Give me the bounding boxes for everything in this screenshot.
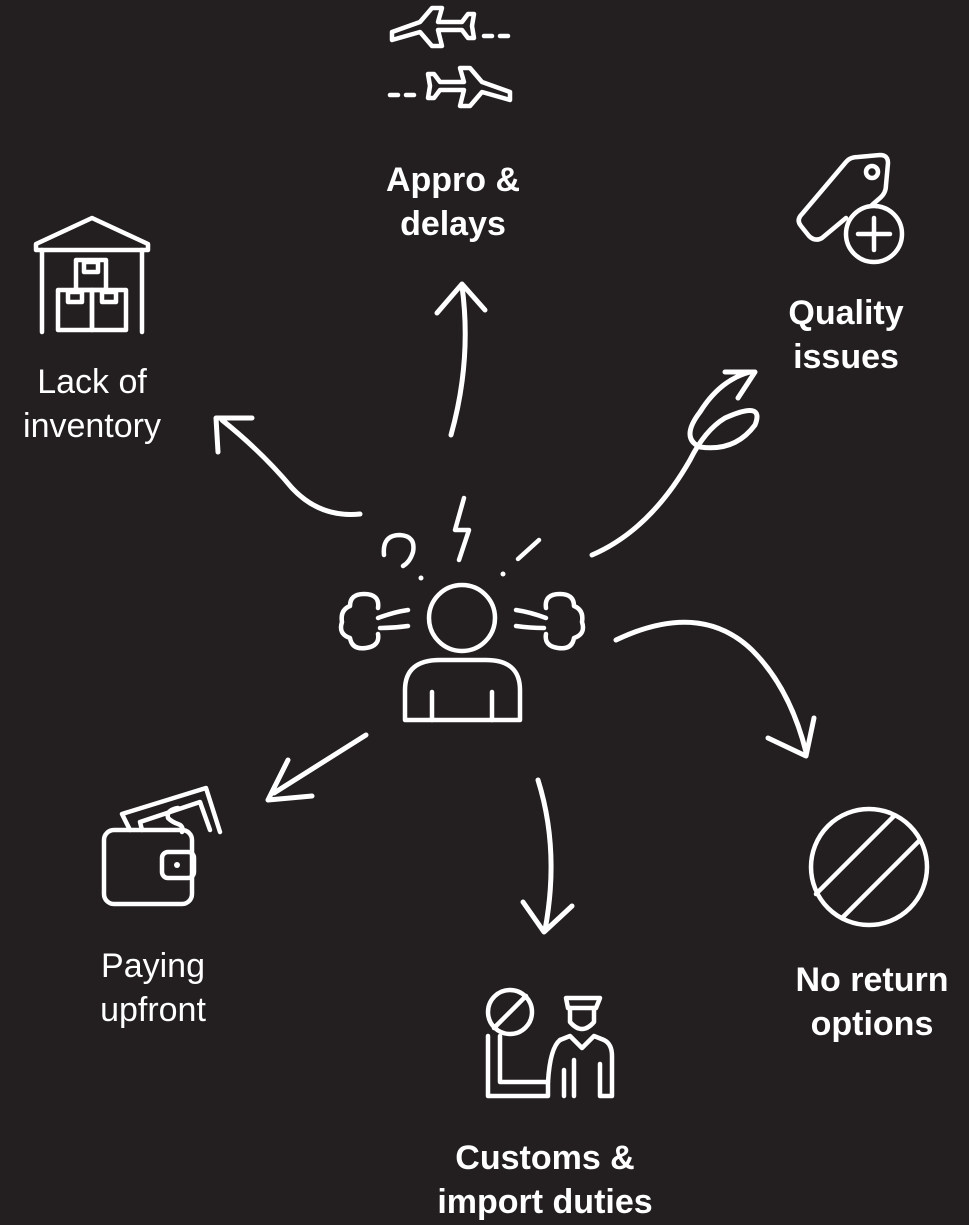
arrow-to-quality [589,369,760,558]
arrow-to-noreturn [613,619,817,759]
label-noreturn-line2: options [810,1005,934,1043]
label-quality: Quality issues [766,291,926,379]
label-inventory: Lack of inventory [2,360,182,448]
label-quality-line1: Quality [788,294,904,332]
label-appro-line1: Appro & [385,161,521,199]
arrow-to-inventory [213,415,363,517]
arrow-to-customs [520,777,575,935]
label-noreturn-line1: No return [795,961,949,999]
customs-officer-icon [485,987,615,1099]
label-paying: Paying upfront [63,944,243,1032]
arrow-to-appro [434,281,488,438]
warehouse-boxes-icon [33,215,151,335]
label-customs-line2: import duties [437,1183,653,1221]
label-noreturn: No return options [772,958,969,1046]
label-customs: Customs & import duties [415,1136,675,1224]
label-paying-line2: upfront [100,991,206,1029]
label-inventory-line2: inventory [23,407,161,445]
prohibited-icon [808,806,930,928]
frustrated-person-icon [338,495,586,723]
label-appro: Appro & delays [373,158,533,246]
label-inventory-line1: Lack of [37,363,147,401]
airplanes-icon [387,5,513,109]
wallet-money-icon [101,785,223,907]
arrow-to-paying [265,732,369,803]
label-appro-line2: delays [400,205,506,243]
label-quality-line2: issues [793,338,899,376]
label-customs-line1: Customs & [455,1139,635,1177]
price-tag-plus-icon [796,152,905,265]
label-paying-line1: Paying [101,947,205,985]
